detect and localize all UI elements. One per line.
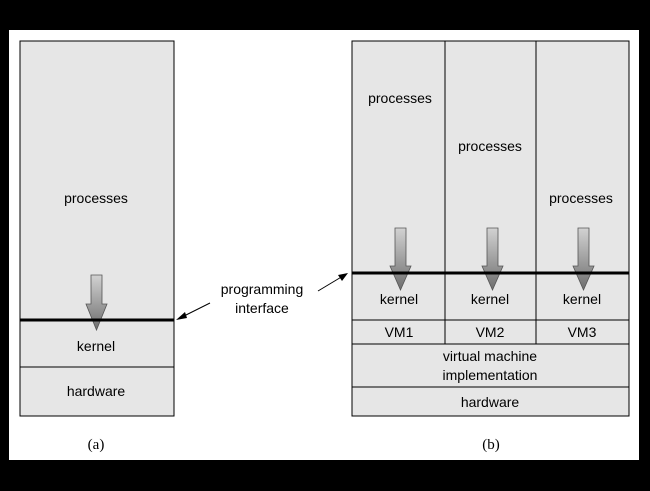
vm-implementation-line-1: virtual machine	[443, 348, 537, 364]
programming-interface-annotation: programming interface	[176, 273, 348, 320]
vm2-label: VM2	[476, 324, 505, 340]
right-hardware-label: hardware	[461, 394, 520, 410]
annotation-line-2: interface	[235, 300, 289, 316]
annotation-line-1: programming	[221, 281, 303, 297]
vm3-processes-label: processes	[549, 190, 613, 206]
vm1-processes-label: processes	[368, 90, 432, 106]
vm1-kernel-label: kernel	[380, 291, 418, 307]
pointer-right-arrowhead-icon	[338, 273, 348, 281]
vm3-label: VM3	[568, 324, 597, 340]
vm3-kernel-label: kernel	[563, 291, 601, 307]
vm1-label: VM1	[385, 324, 414, 340]
vm2-kernel-label: kernel	[471, 291, 509, 307]
left-stack-box	[19, 40, 175, 417]
vm-implementation-line-2: implementation	[443, 367, 538, 383]
pointer-left-arrowhead-icon	[176, 312, 187, 320]
caption-b: (b)	[482, 437, 500, 453]
caption-a: (a)	[88, 437, 105, 453]
left-hardware-label: hardware	[67, 383, 126, 399]
annotation-pointer-right	[317, 275, 344, 292]
vm2-processes-label: processes	[458, 138, 522, 154]
left-kernel-label: kernel	[77, 338, 115, 354]
diagram-a: processes kernel hardware (a)	[19, 40, 175, 453]
left-processes-label: processes	[64, 190, 128, 206]
diagram-b: processes kernel VM1 processes kernel VM…	[351, 40, 630, 453]
left-syscall-arrow-icon	[85, 274, 108, 332]
